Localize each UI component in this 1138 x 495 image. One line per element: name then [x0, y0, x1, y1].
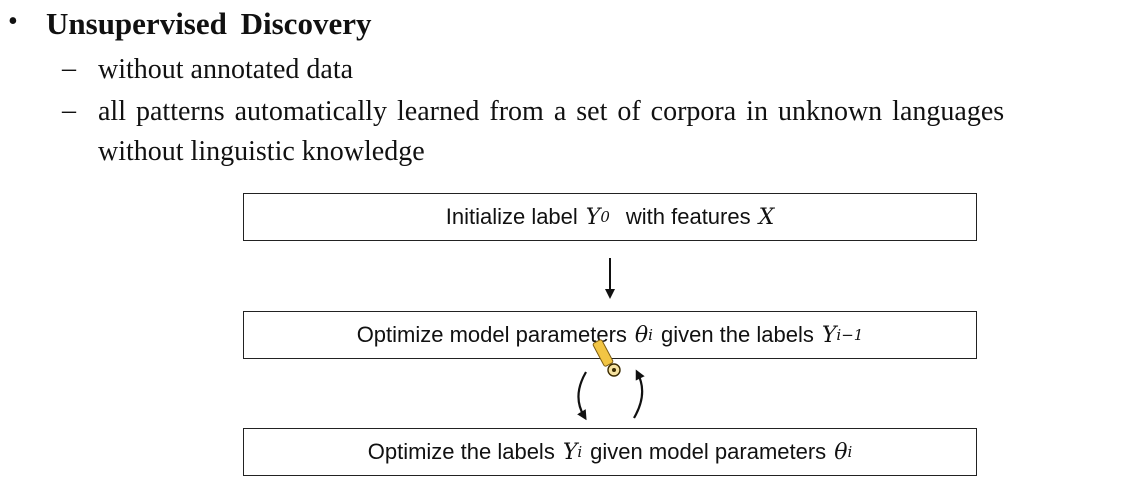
- subscript: i: [847, 443, 853, 461]
- box1-text: Initialize label: [445, 204, 578, 229]
- heading: Unsupervised Discovery: [46, 6, 372, 41]
- sub-item-2-continuation: without linguistic knowledge: [98, 136, 425, 167]
- box3-text: Optimize the labels: [367, 439, 555, 464]
- subscript: i: [577, 443, 583, 461]
- var-y: Y: [585, 204, 601, 230]
- var-y: Y: [562, 439, 578, 465]
- box1-text-mid: with features: [625, 204, 751, 229]
- dash-marker: –: [62, 95, 76, 126]
- bullet-marker: •: [8, 6, 18, 37]
- sub-item-2: all patterns automatically learned from …: [98, 96, 1005, 127]
- box2-text: Optimize model parameters: [356, 322, 627, 347]
- var-theta: θ: [834, 439, 848, 465]
- box3-text-mid: given model parameters: [590, 439, 827, 464]
- subscript: 0: [600, 208, 610, 226]
- dash-marker: –: [62, 53, 76, 84]
- var-y: Y: [821, 322, 837, 348]
- var-theta: θ: [634, 322, 649, 348]
- sub-item-1: without annotated data: [98, 54, 354, 85]
- curved-arrow-down: [577, 371, 587, 421]
- subscript: i: [648, 326, 653, 344]
- var-x: X: [758, 204, 775, 230]
- box2-text-mid: given the labels: [660, 322, 814, 347]
- subscript: i−1: [836, 326, 864, 344]
- curved-arrow-up: [633, 369, 645, 419]
